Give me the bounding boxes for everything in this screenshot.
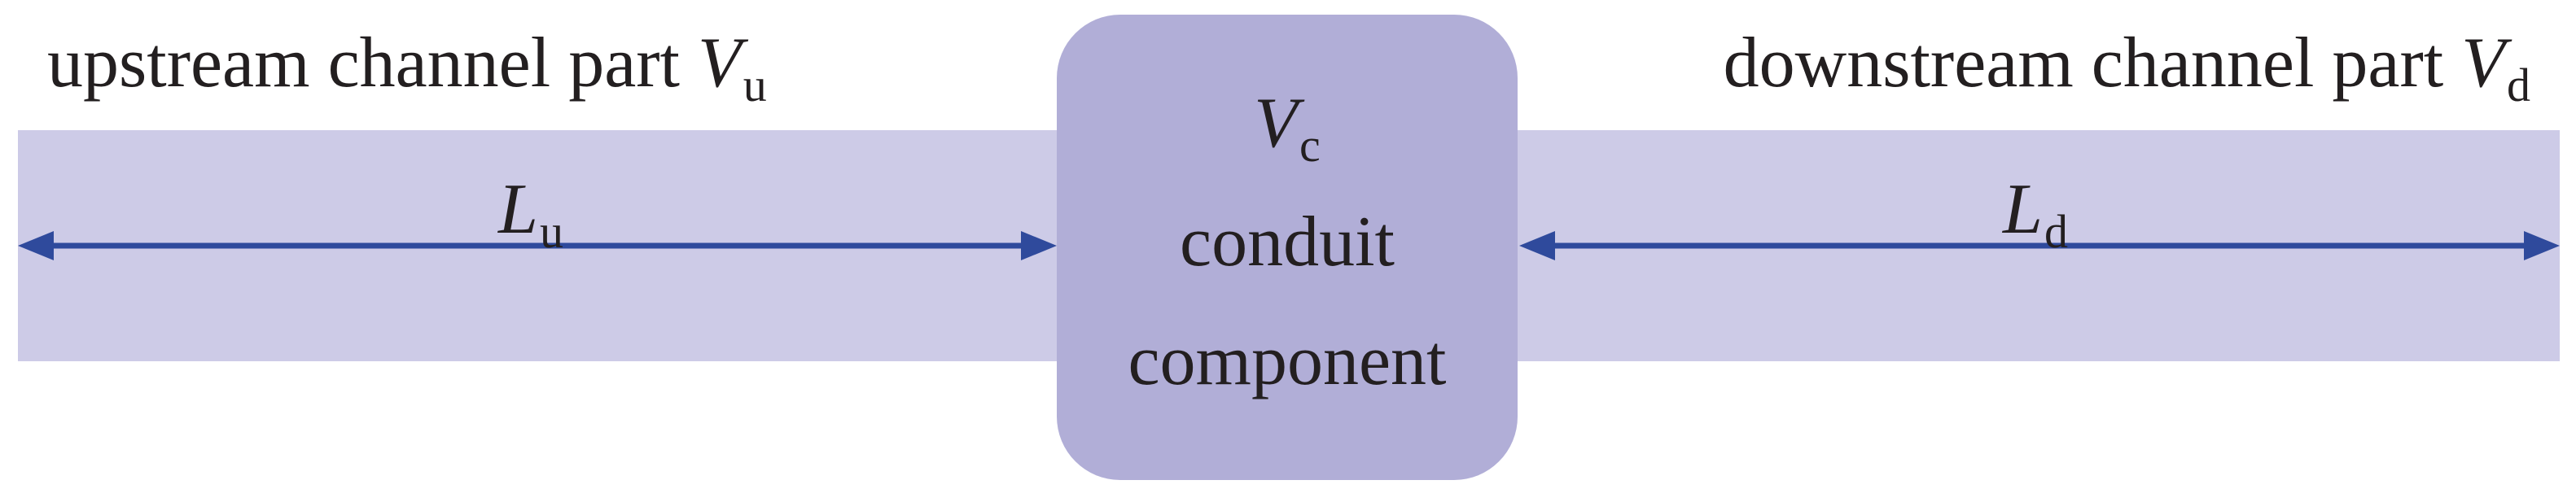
conduit-component-box	[1057, 15, 1518, 480]
downstream-length-symbol: L	[2003, 170, 2043, 249]
downstream-length-arrow	[1519, 231, 2560, 260]
downstream-length-label: Ld	[2003, 174, 2068, 255]
downstream-volume-symbol: V	[2461, 24, 2505, 103]
arrowhead-left-icon	[1519, 231, 1555, 260]
downstream-volume-subscript: d	[2507, 59, 2530, 111]
upstream-title: upstream channel part Vu	[47, 28, 767, 109]
upstream-title-text: upstream channel part	[47, 24, 681, 103]
upstream-volume-subscript: u	[743, 59, 767, 111]
arrowhead-right-icon	[2524, 231, 2560, 260]
conduit-volume-symbol: V	[1254, 84, 1298, 163]
upstream-length-symbol: L	[498, 170, 538, 249]
conduit-volume-subscript: c	[1299, 119, 1321, 172]
downstream-title-text: downstream channel part	[1723, 24, 2444, 103]
conduit-label-line2: component	[1128, 321, 1447, 400]
downstream-length-subscript: d	[2044, 205, 2068, 258]
downstream-title: downstream channel part Vd	[1724, 28, 2530, 109]
upstream-length-label: Lu	[498, 174, 563, 255]
arrowhead-right-icon	[1021, 231, 1057, 260]
upstream-length-arrow	[18, 231, 1057, 260]
arrowhead-left-icon	[18, 231, 54, 260]
upstream-length-subscript: u	[539, 205, 563, 258]
conduit-volume-label: Vc	[1057, 88, 1518, 169]
upstream-volume-symbol: V	[698, 24, 742, 103]
conduit-label-line1: conduit	[1180, 203, 1395, 282]
